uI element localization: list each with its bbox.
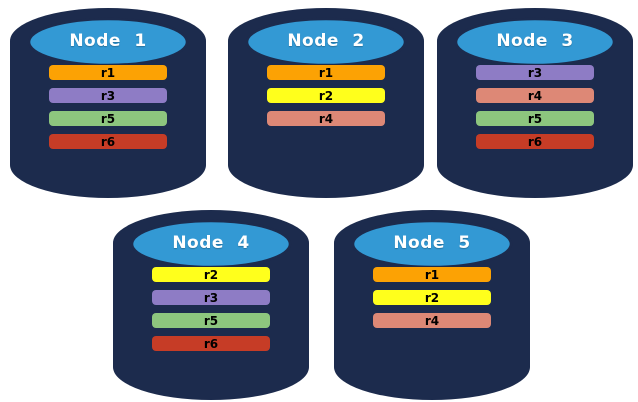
database-cylinder-icon [228,8,424,198]
replica-bar: r4 [267,111,385,126]
replica-bar: r6 [476,134,594,149]
replica-bar: r3 [476,65,594,80]
replica-list: r2 r3 r5 r6 [152,267,270,359]
replica-bar: r2 [267,88,385,103]
node-title: Node 3 [496,31,574,51]
replica-bar: r2 [373,290,491,305]
replica-bar: r1 [267,65,385,80]
database-cylinder-icon [334,210,530,400]
replica-bar: r3 [49,88,167,103]
node-title: Node 1 [69,31,147,51]
replica-bar: r5 [152,313,270,328]
replica-bar: r2 [152,267,270,282]
replica-list: r1 r2 r4 [267,65,385,134]
database-node: Node 1 r1 r3 r5 r6 [10,8,206,198]
node-title: Node 4 [172,233,250,253]
replica-bar: r5 [476,111,594,126]
database-node: Node 4 r2 r3 r5 r6 [113,210,309,400]
replica-bar: r4 [476,88,594,103]
replica-list: r1 r3 r5 r6 [49,65,167,157]
node-title: Node 5 [393,233,471,253]
database-node: Node 5 r1 r2 r4 [334,210,530,400]
database-node: Node 3 r3 r4 r5 r6 [437,8,633,198]
replica-list: r1 r2 r4 [373,267,491,336]
database-cylinder-icon [113,210,309,400]
database-cylinder-icon [10,8,206,198]
replica-list: r3 r4 r5 r6 [476,65,594,157]
replica-bar: r3 [152,290,270,305]
replica-bar: r6 [49,134,167,149]
database-node: Node 2 r1 r2 r4 [228,8,424,198]
replica-bar: r4 [373,313,491,328]
node-title: Node 2 [287,31,365,51]
replica-bar: r1 [373,267,491,282]
replica-bar: r6 [152,336,270,351]
replica-bar: r5 [49,111,167,126]
replica-bar: r1 [49,65,167,80]
